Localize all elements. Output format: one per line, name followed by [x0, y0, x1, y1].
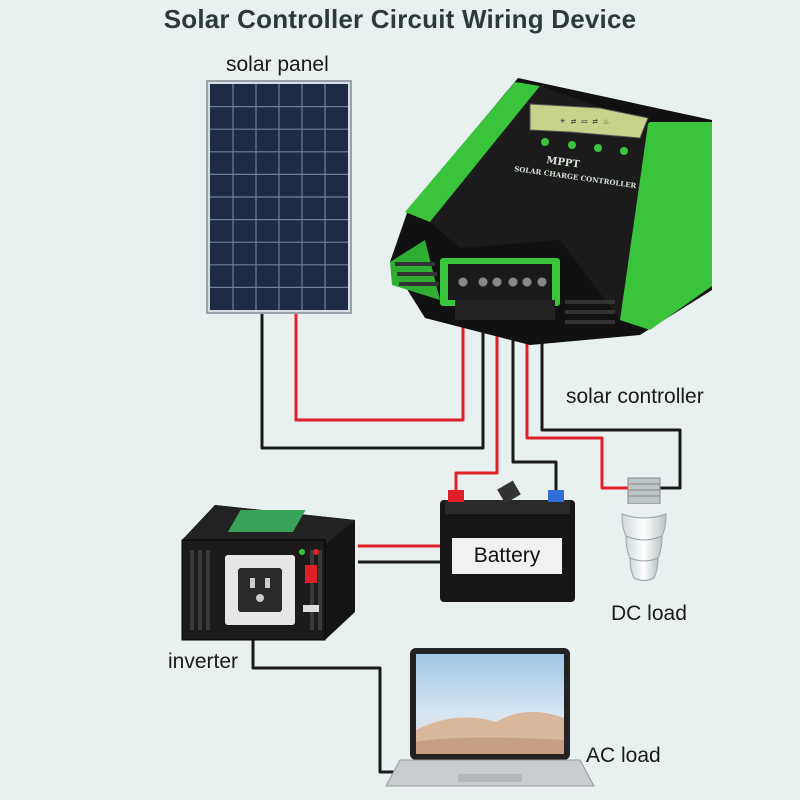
controller-face [430, 86, 648, 320]
label-solar-controller: solar controller [566, 385, 704, 408]
label-dc-load: DC load [611, 602, 687, 625]
controller-green-left [405, 82, 540, 222]
battery-label-plate [452, 538, 562, 574]
terminal-screws [457, 276, 548, 288]
solar-controller: ☀ ⇄ ▭ ⇄ ♨ MPPT SOLAR CHARGE CONTROLLER [390, 78, 712, 345]
wire-panel-positive [294, 312, 465, 422]
inverter-vents [190, 550, 322, 630]
wire-ac-load [251, 640, 408, 774]
inverter-usb-port [303, 605, 319, 612]
battery-positive-terminal [448, 490, 464, 502]
controller-button [594, 144, 602, 152]
battery [440, 480, 575, 602]
diagram-title: Solar Controller Circuit Wiring Device [163, 4, 637, 34]
bulb-spiral [621, 513, 667, 541]
controller-button [541, 138, 549, 146]
inverter [181, 505, 355, 641]
wire-battery-negative [511, 318, 558, 500]
controller-brand: MPPT [546, 155, 581, 171]
controller-button [568, 141, 576, 149]
inverter-top-panel [227, 510, 306, 532]
label-battery: Battery [473, 544, 541, 567]
inverter-power-switch [305, 565, 317, 583]
controller-lcd [529, 103, 649, 139]
label-solar-panel: solar panel [226, 53, 329, 76]
wires [251, 312, 682, 774]
inverter-led-red [313, 549, 319, 555]
wire-load-positive [525, 318, 628, 490]
inverter-led-green [299, 549, 305, 555]
label-inverter: inverter [168, 650, 239, 673]
controller-green-right [620, 122, 712, 330]
controller-button [620, 147, 628, 155]
label-ac-load: AC load [586, 744, 661, 767]
svg-text:☀ ⇄ ▭ ⇄ ♨: ☀ ⇄ ▭ ⇄ ♨ [560, 117, 609, 127]
laptop-base [385, 759, 595, 787]
battery-negative-terminal [548, 490, 564, 502]
wire-load-negative [540, 318, 682, 490]
dc-load-bulb [621, 477, 667, 581]
ac-load-laptop [385, 648, 595, 787]
solar-panel [206, 80, 352, 314]
controller-vents [395, 262, 615, 324]
wire-battery-positive [454, 318, 499, 500]
panel-cell-grid [210, 84, 348, 310]
wire-panel-negative [260, 312, 485, 450]
